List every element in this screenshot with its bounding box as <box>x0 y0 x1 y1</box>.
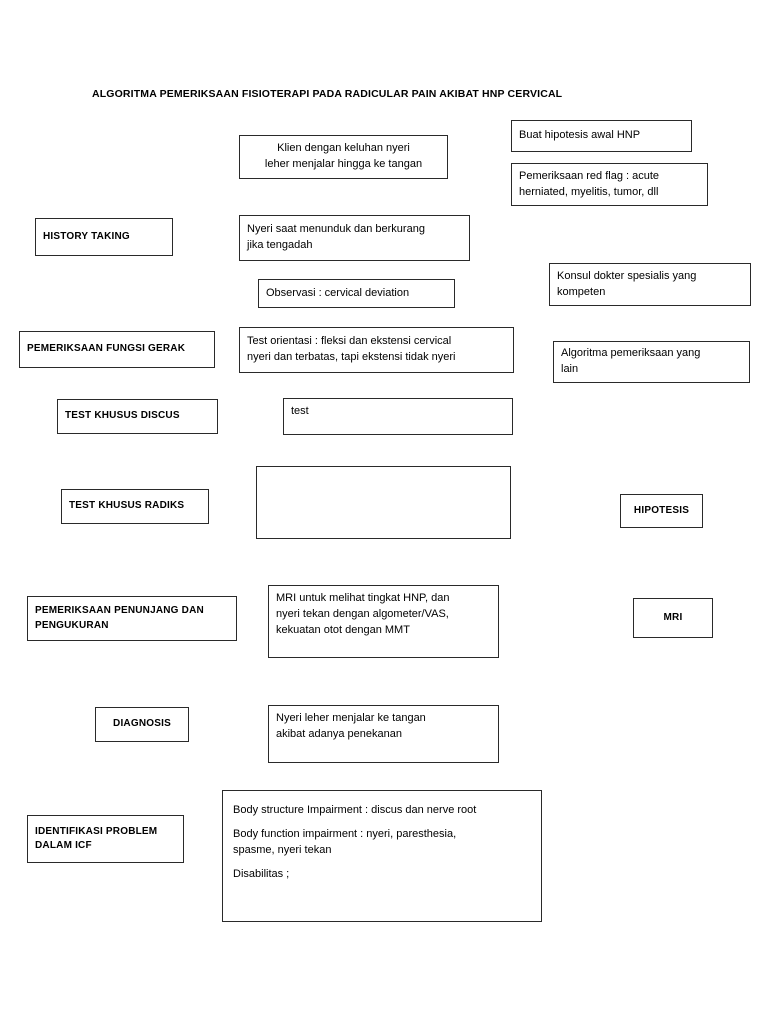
stage-test-khusus-discus[interactable]: TEST KHUSUS DISCUS <box>57 399 218 434</box>
box-test-orientasi[interactable]: Test orientasi : fleksi dan ekstensi cer… <box>239 327 514 373</box>
stage-label-line-2: PENGUKURAN <box>35 619 109 631</box>
box-text-line-1: Klien dengan keluhan nyeri <box>277 142 410 155</box>
box-mri-detail[interactable]: MRI untuk melihat tingkat HNP, dan nyeri… <box>268 585 499 658</box>
box-text-line-2: leher menjalar hingga ke tangan <box>264 158 423 170</box>
box-observasi-cervical-deviation[interactable]: Observasi : cervical deviation <box>258 279 455 308</box>
box-text-line-2: akibat adanya penekanan <box>276 727 402 740</box>
stage-hipotesis[interactable]: HIPOTESIS <box>620 494 703 528</box>
box-text-line-1: Test orientasi : fleksi dan ekstensi cer… <box>247 335 452 348</box>
box-text: Observasi : cervical deviation <box>266 286 410 299</box>
box-text-line-1: Nyeri leher menjalar ke tangan <box>276 712 426 724</box>
stage-pemeriksaan-penunjang[interactable]: PEMERIKSAAN PENUNJANG DAN PENGUKURAN <box>27 596 237 641</box>
box-text-line-1: Pemeriksaan red flag : acute <box>519 169 660 182</box>
box-text-line-2: jika tengadah <box>247 239 313 251</box>
box-text: test <box>291 405 309 417</box>
icf-body-function-impairment-line-1: Body function impairment : nyeri, parest… <box>233 828 457 841</box>
box-text-line-1: Algoritma pemeriksaan yang <box>561 347 701 360</box>
stage-label: MRI <box>663 611 683 623</box>
stage-identifikasi-problem-icf[interactable]: IDENTIFIKASI PROBLEM DALAM ICF <box>27 815 184 863</box>
icf-body-structure-impairment: Body structure Impairment : discus dan n… <box>233 804 477 816</box>
box-text-line-2: nyeri tekan dengan algometer/VAS, <box>276 607 449 620</box>
box-text-line-1: Nyeri saat menunduk dan berkurang <box>247 223 425 236</box>
stage-label-line-2: DALAM ICF <box>35 840 92 851</box>
box-text: Buat hipotesis awal HNP <box>519 129 641 142</box>
box-icf-problems[interactable]: Body structure Impairment : discus dan n… <box>222 790 542 922</box>
page-title: ALGORITMA PEMERIKSAAN FISIOTERAPI PADA R… <box>92 88 563 100</box>
box-text-line-2: kompeten <box>557 285 606 298</box>
stage-label: TEST KHUSUS DISCUS <box>65 410 180 422</box>
box-keluhan-klien[interactable]: Klien dengan keluhan nyeri leher menjala… <box>239 135 448 179</box>
stage-label-line-1: PEMERIKSAAN PENUNJANG DAN <box>35 605 204 616</box>
box-pemeriksaan-red-flag[interactable]: Pemeriksaan red flag : acute herniated, … <box>511 163 708 206</box>
stage-label: DIAGNOSIS <box>113 718 171 730</box>
box-diagnosis-detail[interactable]: Nyeri leher menjalar ke tangan akibat ad… <box>268 705 499 763</box>
box-nyeri-menunduk[interactable]: Nyeri saat menunduk dan berkurang jika t… <box>239 215 470 261</box>
box-test[interactable]: test <box>283 398 513 435</box>
box-text-line-3: kekuatan otot dengan MMT <box>276 623 410 636</box>
box-text-line-2: nyeri dan terbatas, tapi ekstensi tidak … <box>247 351 456 363</box>
box-algoritma-pemeriksaan-lain[interactable]: Algoritma pemeriksaan yang lain <box>553 341 750 383</box>
stage-label: TEST KHUSUS RADIKS <box>69 500 185 512</box>
box-text-line-1: Konsul dokter spesialis yang <box>557 269 697 282</box>
box-text-line-1: MRI untuk melihat tingkat HNP, dan <box>276 592 450 604</box>
stage-label: HISTORY TAKING <box>43 230 130 242</box>
icf-disabilitas: Disabilitas ; <box>233 868 290 881</box>
box-konsul-dokter-spesialis[interactable]: Konsul dokter spesialis yang kompeten <box>549 263 751 306</box>
box-text-line-2: herniated, myelitis, tumor, dll <box>519 185 659 198</box>
box-buat-hipotesis-awal[interactable]: Buat hipotesis awal HNP <box>511 120 692 152</box>
stage-label-line-1: IDENTIFIKASI PROBLEM <box>35 825 158 837</box>
icf-body-function-impairment-line-2: spasme, nyeri tekan <box>233 843 332 856</box>
stage-history-taking[interactable]: HISTORY TAKING <box>35 218 173 256</box>
stage-test-khusus-radiks[interactable]: TEST KHUSUS RADIKS <box>61 489 209 524</box>
stage-pemeriksaan-fungsi-gerak[interactable]: PEMERIKSAAN FUNGSI GERAK <box>19 331 215 368</box>
stage-diagnosis[interactable]: DIAGNOSIS <box>95 707 189 742</box>
stage-label: PEMERIKSAAN FUNGSI GERAK <box>27 343 186 355</box>
box-text-line-2: lain <box>561 363 579 375</box>
box-empty-placeholder[interactable] <box>256 466 511 539</box>
stage-mri[interactable]: MRI <box>633 598 713 638</box>
stage-label: HIPOTESIS <box>633 504 690 516</box>
